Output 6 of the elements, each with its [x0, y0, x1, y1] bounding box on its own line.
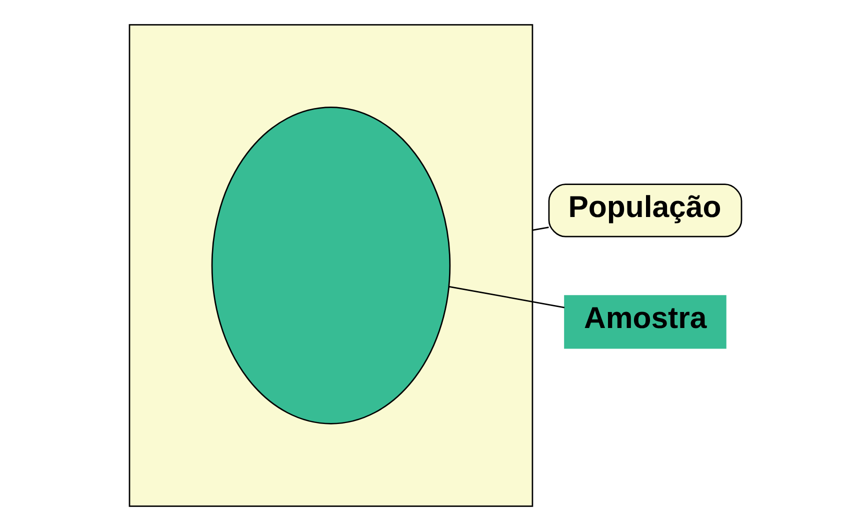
node-box: Amostra [564, 295, 726, 349]
node-box: População [548, 184, 742, 238]
connector [532, 226, 548, 231]
cluster [128, 24, 533, 507]
node-ellipse [210, 106, 450, 424]
connector [448, 286, 564, 308]
